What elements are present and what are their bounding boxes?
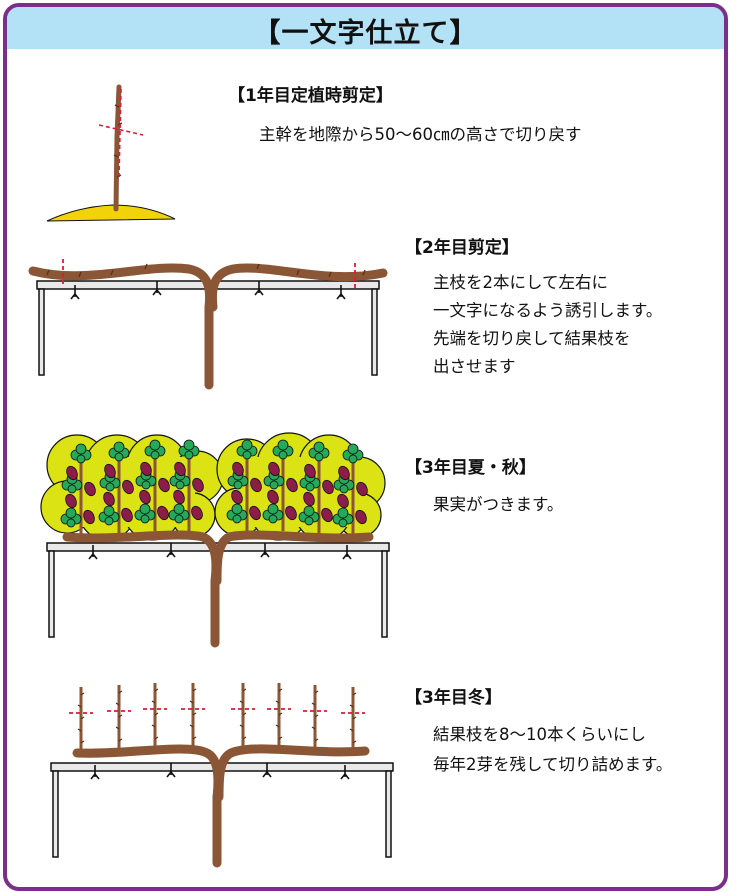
year1-heading: 【1年目定植時剪定】 [228,86,393,106]
diagram-frame: 【一文字仕立て】 [3,3,728,891]
year3-winter-illustration [50,681,394,868]
title-bar: 【一文字仕立て】 [7,7,724,49]
diagram-title: 【一文字仕立て】 [253,18,478,49]
year2-heading: 【2年目剪定】 [405,238,519,258]
year2-illustration [28,259,388,390]
year1-text-line: 主幹を地際から50～60㎝の高さで切り戻す [259,125,582,144]
year3-summer-heading: 【3年目夏・秋】 [405,458,536,478]
vine-illustrations [28,84,394,868]
year3-summer-illustration [40,432,390,648]
year2-text-line: 先端を切り戻して結果枝を [433,329,631,348]
year1-illustration [46,84,176,222]
year2-text-line: 一文字になるよう誘引します。 [433,301,663,320]
year3-winter-text-line: 毎年2芽を残して切り詰めます。 [433,755,673,774]
year3-winter-text-line: 結果枝を8～10本くらいにし [433,725,646,744]
year2-text-line: 主枝を2本にして左右に [433,273,609,292]
year2-text-line: 出させます [433,357,516,376]
year3-summer-text-line: 果実がつきます。 [433,495,564,514]
year3-winter-heading: 【3年目冬】 [405,688,502,708]
